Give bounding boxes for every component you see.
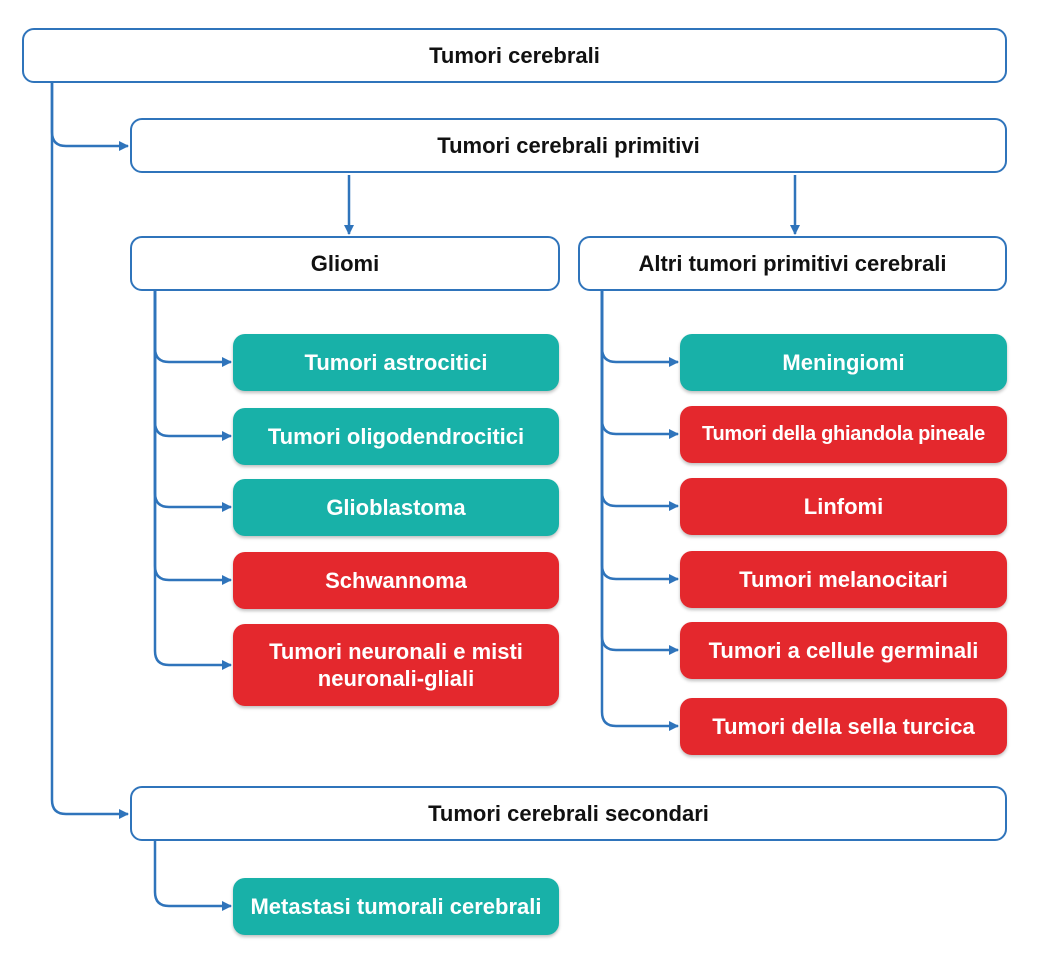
other-item-lymphomas: Linfomi bbox=[680, 478, 1007, 535]
gliomas-node: Gliomi bbox=[130, 236, 560, 291]
glioma-item-astrocytic: Tumori astrocitici bbox=[233, 334, 559, 391]
glioma-item-schwannoma: Schwannoma bbox=[233, 552, 559, 609]
connector-other-item-0 bbox=[600, 291, 679, 367]
connector-gliomas-item-1 bbox=[153, 291, 232, 441]
connector-secondary-item-0 bbox=[153, 841, 232, 911]
other-item-sella-turcica: Tumori della sella turcica bbox=[680, 698, 1007, 755]
connector-gliomas-item-2 bbox=[153, 291, 232, 512]
other-item-melanocytic: Tumori melanocitari bbox=[680, 551, 1007, 608]
other-primary-node: Altri tumori primitivi cerebrali bbox=[578, 236, 1007, 291]
connector-root-to-secondary bbox=[50, 83, 129, 819]
connector-gliomas-item-4 bbox=[153, 291, 232, 670]
secondary-item-metastases: Metastasi tumorali cerebrali bbox=[233, 878, 559, 935]
other-item-meningiomas: Meningiomi bbox=[680, 334, 1007, 391]
connector-root-to-primary bbox=[50, 83, 129, 151]
primary-node: Tumori cerebrali primitivi bbox=[130, 118, 1007, 173]
secondary-node: Tumori cerebrali secondari bbox=[130, 786, 1007, 841]
connector-other-item-4 bbox=[600, 291, 679, 655]
glioma-item-neuronal-mixed: Tumori neuronali e misti neuronali-glial… bbox=[233, 624, 559, 706]
glioma-item-oligodendrocytic: Tumori oligodendrocitici bbox=[233, 408, 559, 465]
glioma-item-glioblastoma: Glioblastoma bbox=[233, 479, 559, 536]
connector-other-item-2 bbox=[600, 291, 679, 511]
connector-other-item-5 bbox=[600, 291, 679, 731]
other-item-pineal: Tumori della ghiandola pineale bbox=[680, 406, 1007, 463]
other-item-germ-cell: Tumori a cellule germinali bbox=[680, 622, 1007, 679]
connector-gliomas-item-0 bbox=[153, 291, 232, 367]
root-node: Tumori cerebrali bbox=[22, 28, 1007, 83]
